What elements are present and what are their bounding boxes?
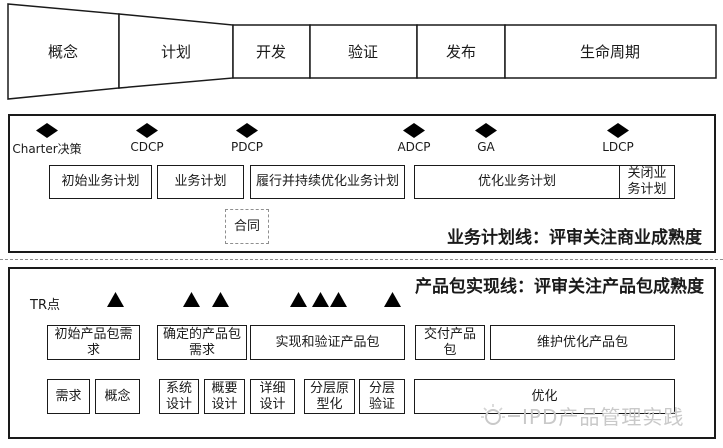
business-plan-panel: Charter决策 CDCP PDCP ADCP GA LDCP 初始业务计划 … bbox=[8, 114, 716, 253]
diamond-icon bbox=[475, 123, 497, 138]
package-box-maintain-optimize: 维护优化产品包 bbox=[490, 325, 675, 360]
product-line-caption: 产品包实现线：评审关注产品包成熟度 bbox=[415, 277, 704, 297]
phase-label-plan: 计划 bbox=[161, 43, 191, 61]
plan-box-initial: 初始业务计划 bbox=[49, 165, 152, 199]
product-package-panel: 产品包实现线：评审关注产品包成熟度 TR点 初始产品包需求 确定的产品包需求 实… bbox=[8, 267, 716, 439]
phase-label-lifecycle: 生命周期 bbox=[580, 43, 640, 61]
tr-marker-icon bbox=[107, 292, 124, 307]
watermark-dash bbox=[508, 414, 520, 417]
business-line-caption: 业务计划线：评审关注商业成熟度 bbox=[447, 228, 702, 248]
activity-box-requirements: 需求 bbox=[47, 379, 90, 414]
diamond-icon bbox=[403, 123, 425, 138]
diamond-icon bbox=[136, 123, 158, 138]
diamond-icon bbox=[36, 123, 58, 138]
milestone-label: ADCP bbox=[397, 140, 431, 154]
contract-box: 合同 bbox=[225, 209, 269, 244]
package-box-deliver: 交付产品包 bbox=[415, 325, 485, 360]
activity-box-layered-verify: 分层验证 bbox=[359, 379, 405, 414]
plan-box-business: 业务计划 bbox=[157, 165, 244, 199]
phase-label-concept: 概念 bbox=[48, 43, 78, 61]
activity-box-system-design: 系统设计 bbox=[159, 379, 199, 414]
package-box-defined-requirements: 确定的产品包需求 bbox=[157, 325, 247, 360]
plan-box-close: 关闭业务计划 bbox=[619, 165, 675, 199]
diamond-icon bbox=[236, 123, 258, 138]
milestone-label: PDCP bbox=[230, 140, 264, 154]
activity-box-detail-design: 详细设计 bbox=[250, 379, 295, 414]
package-box-implement-verify: 实现和验证产品包 bbox=[250, 325, 405, 360]
activity-box-outline-design: 概要设计 bbox=[204, 379, 245, 414]
dashed-separator bbox=[0, 259, 723, 260]
phase-label-release: 发布 bbox=[446, 43, 476, 61]
phase-funnel: 概念 计划 开发 验证 发布 生命周期 bbox=[7, 3, 717, 100]
milestone-adcp: ADCP bbox=[364, 123, 464, 154]
milestone-label: GA bbox=[477, 140, 495, 154]
phase-shape-lifecycle bbox=[504, 24, 717, 79]
diamond-icon bbox=[607, 123, 629, 138]
tr-marker-icon bbox=[330, 292, 347, 307]
activity-box-layered-prototype: 分层原型化 bbox=[304, 379, 355, 414]
activity-box-optimize: 优化 bbox=[414, 379, 675, 414]
milestone-ga: GA bbox=[436, 123, 536, 154]
milestone-ldcp: LDCP bbox=[568, 123, 668, 154]
package-box-initial-requirements: 初始产品包需求 bbox=[47, 325, 140, 360]
sun-logo-icon bbox=[481, 403, 505, 425]
plan-box-optimize: 优化业务计划 bbox=[414, 165, 620, 199]
milestone-cdcp: CDCP bbox=[97, 123, 197, 154]
milestone-label: CDCP bbox=[130, 140, 164, 154]
tr-point-label: TR点 bbox=[30, 298, 60, 313]
phase-label-develop: 开发 bbox=[256, 43, 286, 61]
tr-marker-icon bbox=[312, 292, 329, 307]
milestone-label: LDCP bbox=[602, 140, 634, 154]
milestone-label: Charter决策 bbox=[12, 142, 82, 156]
activity-box-concept: 概念 bbox=[95, 379, 140, 414]
milestone-charter: Charter决策 bbox=[0, 123, 97, 157]
tr-marker-icon bbox=[212, 292, 229, 307]
milestone-pdcp: PDCP bbox=[197, 123, 297, 154]
watermark: IPD产品管理实践 bbox=[480, 401, 684, 430]
tr-marker-icon bbox=[384, 292, 401, 307]
plan-box-execute-optimize: 履行并持续优化业务计划 bbox=[250, 165, 405, 199]
watermark-text: IPD产品管理实践 bbox=[522, 405, 685, 429]
tr-marker-icon bbox=[183, 292, 200, 307]
phase-label-verify: 验证 bbox=[348, 43, 378, 61]
tr-marker-icon bbox=[290, 292, 307, 307]
